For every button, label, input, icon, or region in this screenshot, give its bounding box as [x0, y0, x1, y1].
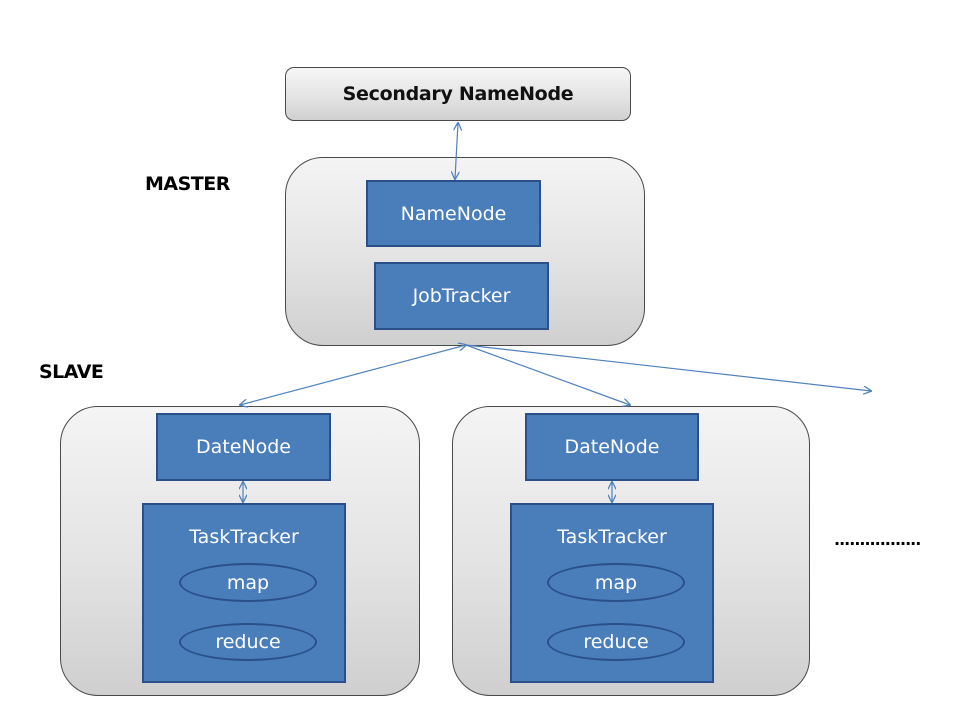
- tasktracker-label-1: TaskTracker: [189, 526, 299, 548]
- namenode-box: NameNode: [366, 180, 541, 247]
- datanode-box-2: DateNode: [525, 413, 699, 481]
- secondary-namenode-label: Secondary NameNode: [342, 83, 574, 105]
- tasktracker-label-2: TaskTracker: [557, 526, 667, 548]
- datanode-label-1: DateNode: [196, 436, 291, 458]
- more-slaves-ellipsis: .................: [834, 530, 921, 549]
- namenode-label: NameNode: [400, 202, 507, 225]
- map-oval-2: map: [547, 563, 685, 602]
- slave-label: SLAVE: [39, 361, 104, 383]
- master-more-connector: [465, 344, 871, 391]
- jobtracker-label: JobTracker: [412, 285, 511, 307]
- reduce-oval-2: reduce: [547, 623, 685, 661]
- reduce-label-2: reduce: [583, 631, 649, 653]
- master-label: MASTER: [145, 173, 230, 195]
- map-label-2: map: [594, 571, 638, 594]
- jobtracker-box: JobTracker: [374, 262, 549, 330]
- datanode-box-1: DateNode: [156, 413, 331, 481]
- master-slave2-connector: [465, 344, 630, 405]
- reduce-label-1: reduce: [215, 631, 281, 653]
- datanode-label-2: DateNode: [564, 436, 660, 458]
- map-oval-1: map: [179, 563, 317, 602]
- map-label-1: map: [226, 571, 270, 594]
- reduce-oval-1: reduce: [179, 623, 317, 661]
- master-slave1-connector: [240, 345, 466, 405]
- secondary-namenode-box: Secondary NameNode: [285, 67, 631, 121]
